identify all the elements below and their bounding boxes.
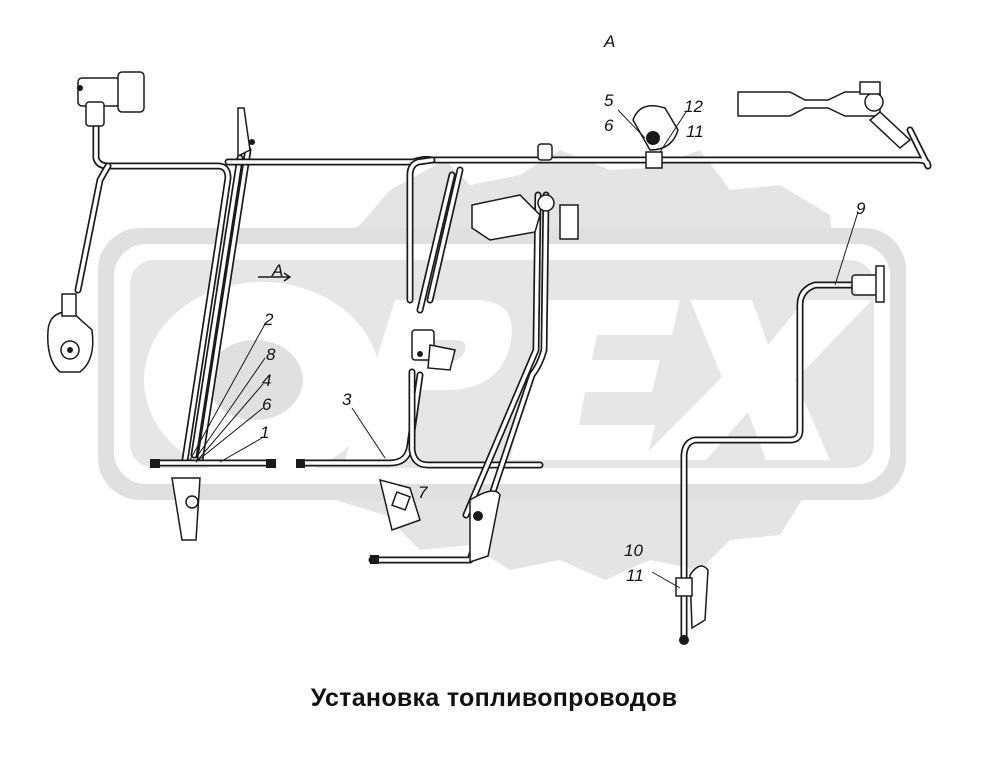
labels: A A 2 8 4 6 1 3 7 5 6 12 11 9 10 11	[260, 32, 866, 585]
view-label-a-top: A	[603, 32, 615, 51]
callout-12: 12	[684, 97, 703, 116]
watermark-letter-p	[345, 300, 512, 460]
callout-4: 4	[262, 371, 271, 390]
callout-7: 7	[418, 483, 428, 502]
watermark-logo	[98, 150, 906, 580]
pump-lower-left	[47, 293, 94, 373]
fitting-right	[851, 265, 885, 303]
callout-9: 9	[856, 199, 866, 218]
callout-6-top: 6	[604, 116, 614, 135]
components	[47, 71, 912, 645]
callout-11-bottom: 11	[626, 566, 644, 585]
watermark-letter-x	[640, 300, 872, 460]
callout-11-top: 11	[686, 122, 704, 141]
bracket-bottom-left	[150, 459, 276, 541]
filter-housing-top-right	[737, 81, 912, 149]
fitting-top-left	[77, 71, 145, 127]
callout-2: 2	[263, 310, 274, 329]
watermark-letter-e	[510, 300, 680, 460]
bracket-top-left	[237, 107, 255, 158]
callout-10: 10	[624, 541, 643, 560]
watermark-letter-o-hole	[207, 340, 303, 420]
callout-8: 8	[266, 345, 276, 364]
callout-3: 3	[342, 390, 352, 409]
clamp-middle	[296, 459, 421, 531]
callout-5: 5	[604, 91, 614, 110]
bracket-bottom-center	[370, 490, 501, 564]
fuel-pipes	[74, 116, 932, 644]
fitting-top-center	[632, 105, 679, 169]
view-label-a-arrow: A	[271, 261, 283, 280]
diagram-caption: Установка топливопроводов	[310, 684, 678, 712]
fitting-center	[411, 329, 456, 371]
leader-lines	[189, 109, 859, 589]
callout-6-left: 6	[262, 395, 272, 414]
fuel-filter	[471, 143, 579, 241]
bracket-bottom-right	[675, 565, 709, 645]
callout-1: 1	[260, 423, 269, 442]
